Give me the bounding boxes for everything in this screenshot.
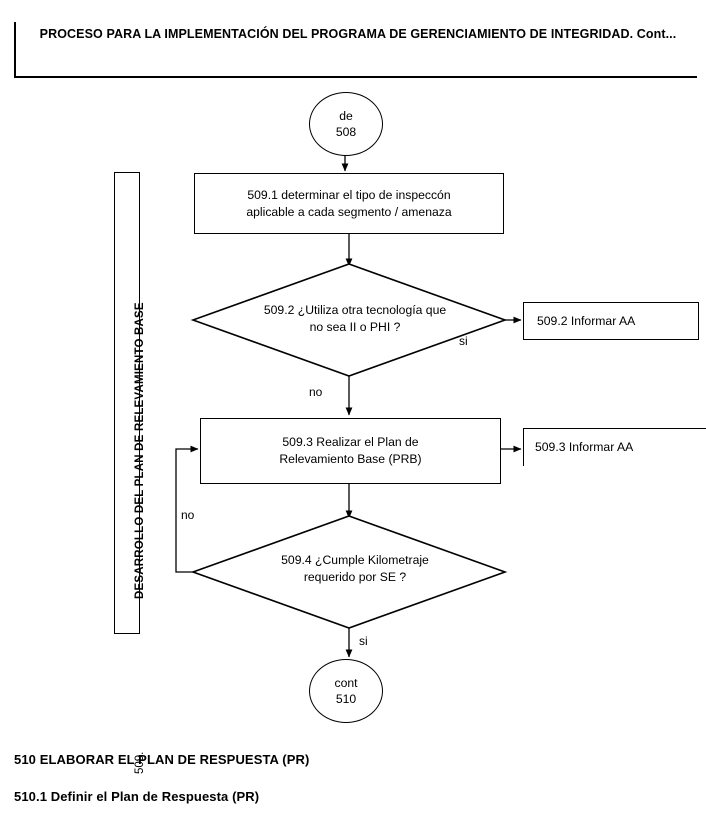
swimlane-509: DESARROLLO DEL PLAN DE RELEVAMIENTO BASE… bbox=[114, 172, 146, 774]
node-509-3-informar-label: 509.3 Informar AA bbox=[535, 440, 634, 454]
node-509-2-informar-aa[interactable]: 509.2 Informar AA bbox=[523, 302, 699, 340]
footer-heading-510: 510 ELABORAR EL PLAN DE RESPUESTA (PR) bbox=[14, 752, 310, 767]
node-509-3-label: 509.3 Realizar el Plan de Relevamiento B… bbox=[279, 435, 422, 466]
edge-label-no-509-4: no bbox=[181, 508, 195, 522]
footer-heading-510-1: 510.1 Definir el Plan de Respuesta (PR) bbox=[14, 789, 260, 804]
swimlane-title: DESARROLLO DEL PLAN DE RELEVAMIENTO BASE bbox=[134, 302, 146, 599]
page-title: PROCESO PARA LA IMPLEMENTACIÓN DEL PROGR… bbox=[39, 27, 677, 41]
node-end-label: cont 510 bbox=[334, 676, 358, 706]
edge-label-si-509-2: si bbox=[459, 334, 468, 348]
decision-509-2-shape bbox=[190, 263, 508, 377]
node-509-1-process[interactable]: 509.1 determinar el tipo de inspeccón ap… bbox=[194, 173, 504, 234]
node-509-3-informar-aa[interactable]: 509.3 Informar AA bbox=[523, 428, 706, 466]
node-end-cont-510[interactable]: cont 510 bbox=[309, 659, 383, 723]
page-header: PROCESO PARA LA IMPLEMENTACIÓN DEL PROGR… bbox=[14, 22, 697, 78]
node-start-label: de 508 bbox=[335, 109, 357, 139]
swimlane-text-wrap: DESARROLLO DEL PLAN DE RELEVAMIENTO BASE… bbox=[115, 173, 146, 774]
node-509-2-informar-label: 509.2 Informar AA bbox=[537, 313, 636, 328]
node-509-3-process[interactable]: 509.3 Realizar el Plan de Relevamiento B… bbox=[200, 418, 501, 484]
node-start-de-508[interactable]: de 508 bbox=[309, 92, 383, 156]
edge-label-si-509-4: si bbox=[359, 634, 368, 648]
edge-label-no-509-2: no bbox=[309, 385, 323, 399]
node-509-1-label: 509.1 determinar el tipo de inspeccón ap… bbox=[246, 187, 452, 219]
edge-509-4-no-loop bbox=[175, 445, 199, 573]
decision-509-4-shape bbox=[190, 515, 508, 629]
